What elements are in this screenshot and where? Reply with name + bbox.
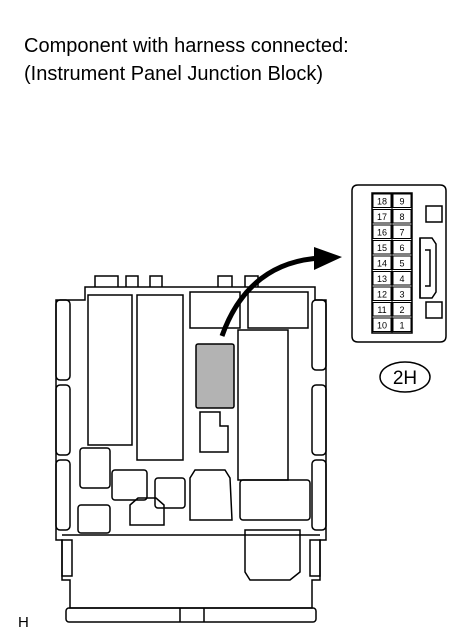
pin-cell [392, 193, 412, 208]
connector-label-outline [379, 361, 431, 393]
pin-number: 2 [399, 305, 404, 315]
pointer-arrow [219, 255, 323, 337]
pin-number: 17 [377, 212, 387, 222]
pin-cell [372, 240, 392, 255]
pin-number: 4 [399, 274, 404, 284]
caption-line-1: Component with harness connected: [24, 35, 349, 57]
pin-cell [372, 193, 392, 208]
pin-cell [392, 255, 412, 270]
fuse-block-top-right [247, 291, 309, 329]
pin-cell [392, 317, 412, 332]
pin-cell [372, 317, 392, 332]
pin-cell [372, 271, 392, 286]
pin-number: 7 [399, 228, 404, 238]
pin-cell [372, 302, 392, 317]
caption-line-2: (Instrument Panel Junction Block) [24, 63, 324, 85]
pin-cell [372, 224, 392, 239]
connector-label: 2H [393, 368, 417, 389]
pin-number: 5 [399, 259, 404, 269]
pin-number: 14 [377, 259, 387, 269]
pin-number: 6 [399, 243, 404, 253]
connector-pin-grid: 18 9 17 8 16 7 15 6 14 5 13 4 12 3 11 2 10 1 [372, 193, 412, 332]
pin-number: 1 [399, 321, 404, 331]
connector-2h-location [195, 343, 235, 409]
caption: Component with harness connected: (Instr… [24, 32, 349, 88]
relay-slot-3 [237, 329, 289, 481]
pin-cell [392, 224, 412, 239]
pin-cell [372, 255, 392, 270]
pin-cell [392, 240, 412, 255]
pin-cell [392, 209, 412, 224]
pin-cell [392, 271, 412, 286]
pin-cell [392, 286, 412, 301]
junction-block-body [55, 275, 327, 623]
arrow-head-icon [314, 247, 342, 270]
pin-number: 15 [377, 243, 387, 253]
pin-number: 3 [399, 290, 404, 300]
pin-number: 9 [399, 197, 404, 207]
pin-cell [372, 286, 392, 301]
pin-number: 10 [377, 321, 387, 331]
pin-number: 12 [377, 290, 387, 300]
pin-number: 13 [377, 274, 387, 284]
relay-slot-1 [87, 294, 133, 446]
relay-slot-2 [136, 294, 184, 461]
pin-cell [392, 302, 412, 317]
figure-id: H [18, 614, 29, 631]
pin-number: 16 [377, 228, 387, 238]
pin-number: 18 [377, 197, 387, 207]
connector-2h-detail [351, 184, 447, 343]
pin-number: 8 [399, 212, 404, 222]
pin-number: 11 [377, 305, 386, 315]
fuse-block-top-left [189, 291, 241, 329]
socket-small [199, 411, 229, 453]
pin-cell [372, 209, 392, 224]
